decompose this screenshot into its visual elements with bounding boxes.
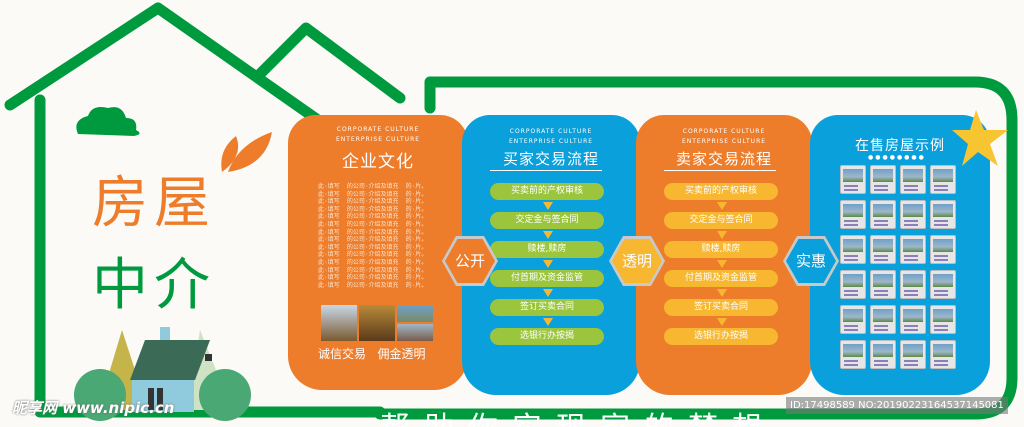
panel-en2: ENTERPRISE CULTURE [335,136,421,143]
process-step: 选银行办按揭 [490,328,604,345]
logo-line1: 房屋 [92,171,216,236]
villa-photo [397,305,433,322]
star-icon [952,110,1008,166]
listing-card[interactable] [840,340,866,369]
arrow-down-icon [543,260,553,268]
panel-en2: ENTERPRISE CULTURE [681,138,767,145]
bottom-slogan: 帮助你实现家的梦想 [380,414,1012,427]
listing-card[interactable] [900,340,926,369]
process-step: 赎楼,赎房 [490,241,604,258]
listing-card[interactable] [930,305,956,334]
arrow-down-icon [717,231,727,239]
listings-panel: 在售房屋示例 ●●●●●●●● [810,115,990,395]
process-step: 交定金与签合同 [664,212,778,229]
process-step: 选银行办按揭 [664,328,778,345]
listing-card[interactable] [840,235,866,264]
process-step: 签订买卖合同 [490,299,604,316]
listing-card[interactable] [840,200,866,229]
listing-card[interactable] [840,165,866,194]
listing-card[interactable] [840,305,866,334]
logo-line2: 中介 [92,253,216,318]
dot-divider: ●●●●●●●● [868,154,926,161]
arrow-down-icon [717,289,727,297]
process-step: 买卖前的产权审核 [664,183,778,200]
arrow-down-icon [543,289,553,297]
corporate-culture-panel: CORPORATE CULTURE ENTERPRISE CULTURE 企业文… [288,115,468,390]
bottom-slogan-bar: 帮助你实现家的梦想 [380,410,1012,427]
listing-card[interactable] [870,270,896,299]
panel-en1: CORPORATE CULTURE [682,128,766,135]
arrow-down-icon [717,318,727,326]
culture-caption: 诚信交易 佣金透明 [318,347,426,361]
badge-public: 公开 [442,236,498,286]
culture-body-text: 此·填写 的公司·介绍及填充 的·片。 此·填写 的公司·介绍及填充 的·片。 … [318,183,428,289]
listing-card[interactable] [870,165,896,194]
panel-title: 卖家交易流程 [675,150,772,168]
panel-title: 企业文化 [342,152,414,172]
listing-card[interactable] [930,270,956,299]
listing-card[interactable] [900,165,926,194]
cauldron-photo [359,305,395,341]
listing-card[interactable] [930,340,956,369]
watermark-site: 昵享网 www.nipic.cn [12,399,175,417]
lion-photo [321,305,357,341]
panel-en1: CORPORATE CULTURE [336,126,420,133]
arrow-down-icon [717,260,727,268]
arrow-down-icon [543,231,553,239]
arrow-down-icon [543,202,553,210]
seller-process-panel: CORPORATE CULTURE ENTERPRISE CULTURE 卖家交… [636,115,812,395]
process-step: 付首期及资金监管 [490,270,604,287]
listing-card[interactable] [930,165,956,194]
listing-card[interactable] [900,200,926,229]
panel-en2: ENTERPRISE CULTURE [508,138,594,145]
process-step: 签订买卖合同 [664,299,778,316]
arrow-down-icon [717,202,727,210]
listing-card[interactable] [870,235,896,264]
listing-card[interactable] [930,235,956,264]
buyer-process-panel: CORPORATE CULTURE ENTERPRISE CULTURE 买家交… [462,115,640,395]
process-step: 赎楼,赎房 [664,241,778,258]
listing-card[interactable] [870,200,896,229]
panel-title: 买家交易流程 [502,150,599,168]
process-step: 付首期及资金监管 [664,270,778,287]
arrow-down-icon [543,318,553,326]
listing-card[interactable] [900,305,926,334]
listing-card[interactable] [870,340,896,369]
listing-card[interactable] [870,305,896,334]
process-step: 买卖前的产权审核 [490,183,604,200]
listing-card[interactable] [930,200,956,229]
listing-card[interactable] [840,270,866,299]
listing-card[interactable] [900,270,926,299]
panel-title: 在售房屋示例 [855,138,945,154]
panel-en1: CORPORATE CULTURE [509,128,593,135]
watermark-id: ID:17498589 NO:20190223164537145081 [786,397,1008,414]
process-step: 交定金与签合同 [490,212,604,229]
listing-card[interactable] [900,235,926,264]
house-photo [397,324,433,341]
